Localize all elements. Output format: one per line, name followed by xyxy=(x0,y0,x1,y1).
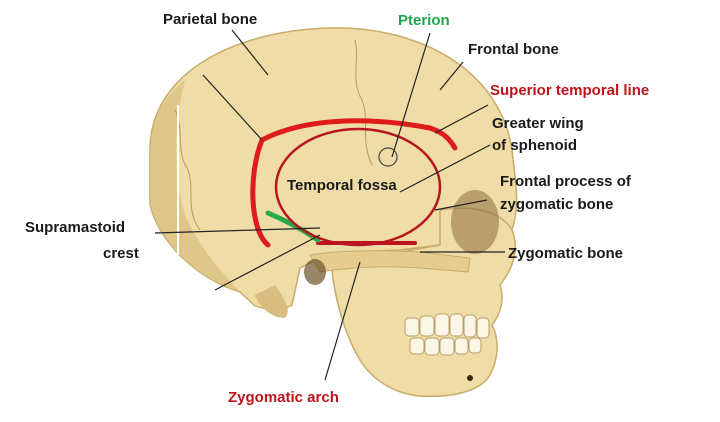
label-superior-temporal-line: Superior temporal line xyxy=(490,82,649,99)
skull-illustration xyxy=(149,27,518,398)
pterion-marker xyxy=(378,147,398,167)
label-frontal-process-2: zygomatic bone xyxy=(500,196,613,213)
label-greater-wing-1: Greater wing xyxy=(492,115,584,132)
cranium-shadow xyxy=(150,80,240,292)
label-greater-wing-2: of sphenoid xyxy=(492,137,577,154)
coronal-suture xyxy=(354,39,373,166)
zygomatic-arch-shape xyxy=(309,250,471,273)
label-temporal-fossa: Temporal fossa xyxy=(287,177,397,194)
mental-foramen xyxy=(467,375,473,381)
label-frontal-process-1: Frontal process of xyxy=(500,173,632,190)
ear-canal xyxy=(304,259,326,285)
mastoid xyxy=(255,285,288,318)
superior-temporal-line xyxy=(250,118,458,248)
label-frontal-bone: Frontal bone xyxy=(468,41,559,58)
label-pterion: Pterion xyxy=(398,12,450,29)
label-supramastoid-2: crest xyxy=(103,245,139,262)
label-zygomatic-arch: Zygomatic arch xyxy=(228,389,339,406)
label-parietal-bone: Parietal bone xyxy=(163,11,257,28)
temporal-fossa-outline xyxy=(274,127,442,247)
teeth xyxy=(404,313,490,356)
label-zygomatic-bone: Zygomatic bone xyxy=(508,245,623,262)
orbit xyxy=(451,190,499,254)
lambdoid-suture xyxy=(174,109,201,231)
leader-lines xyxy=(154,29,505,381)
label-supramastoid-1: Supramastoid xyxy=(25,219,125,236)
